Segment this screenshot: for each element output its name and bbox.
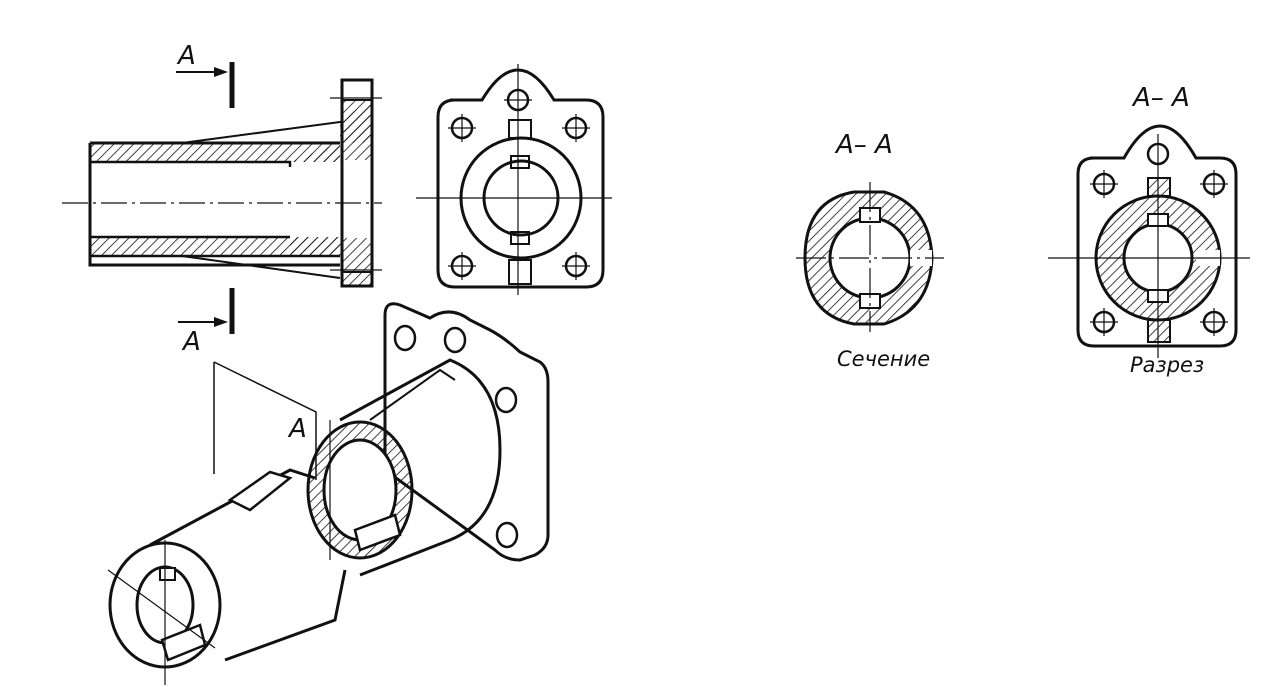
cut-view: A– A Разрез [1048,83,1250,377]
cut-label-top: A [176,41,196,71]
iso-bolt-holes [393,324,519,549]
section-caption: Сечение [837,347,930,371]
cutview-title: A– A [1131,83,1190,113]
cut-label-bottom: A [181,327,201,357]
bolt-holes [450,88,588,278]
cutview-caption: Разрез [1130,353,1204,377]
side-view [416,64,612,295]
cutting-plane-mark-bottom: A [178,288,235,357]
isometric-view: A [107,302,550,685]
plane-label: A [287,414,307,444]
cutting-plane-mark-top: A [176,41,235,108]
section-title: A– A [834,130,893,160]
section-view: A– A Сечение [796,130,944,371]
front-sectional-view: A A [62,41,382,357]
